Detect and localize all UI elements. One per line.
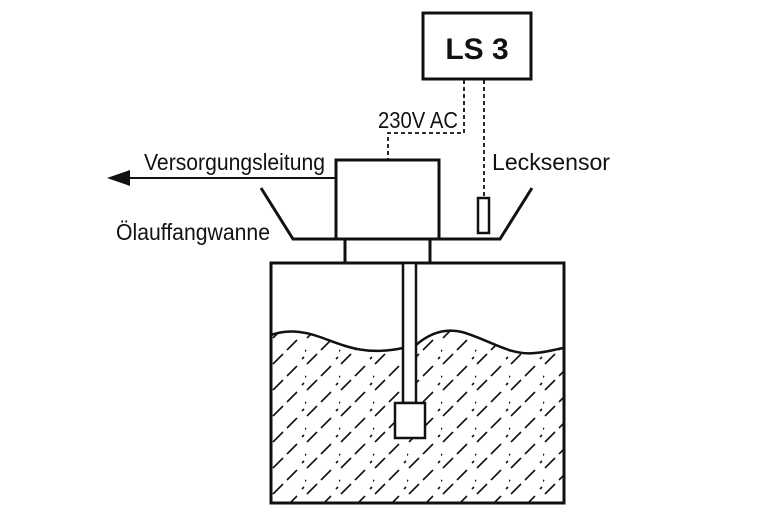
controller-label: LS 3 [445,33,508,66]
oil-tank [269,261,566,505]
power-cable [387,80,465,160]
foot-valve [393,401,427,440]
leak-sensor [476,196,491,235]
suction-pipe [401,261,418,405]
leak-sensor-label: Lecksensor [492,149,610,175]
ls3-controller: LS 3 [421,11,533,81]
drip-tray-label: Ölauffangwanne [116,219,270,245]
supply-line-arrow [107,170,336,186]
liquid-surface [270,329,565,355]
supply-line-label: Versorgungsleitung [144,149,325,175]
pump-housing [334,158,441,241]
power-label: 230V AC [378,107,458,133]
pump-flange [343,237,432,265]
